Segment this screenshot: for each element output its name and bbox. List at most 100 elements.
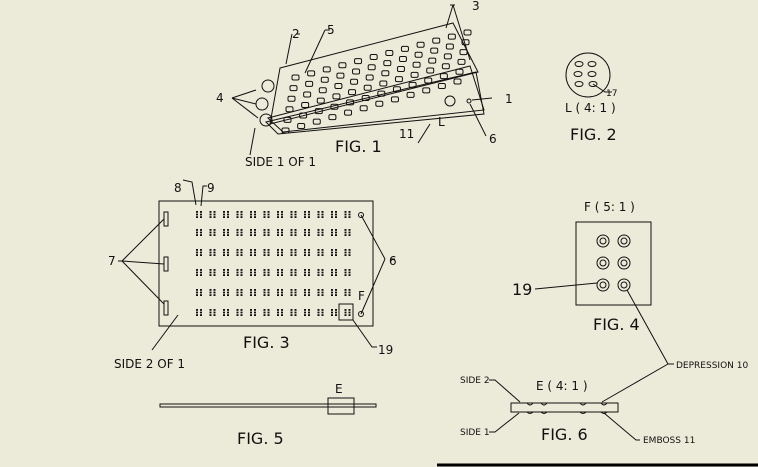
braille-dot <box>209 309 212 311</box>
braille-dot <box>331 269 333 271</box>
braille-dot <box>196 234 198 236</box>
braille-cell <box>445 43 454 50</box>
fig6-cross-section <box>510 402 619 413</box>
braille-dot <box>263 216 266 218</box>
braille-dot <box>277 234 279 236</box>
fig1-ref-6: 6 <box>489 132 497 146</box>
braille-dot <box>344 289 347 291</box>
braille-dot <box>213 254 216 256</box>
braille-dot <box>321 234 324 236</box>
fig2-detail-circle <box>565 52 612 98</box>
braille-dot <box>223 213 225 216</box>
braille-dot <box>281 309 283 311</box>
braille-cell <box>318 87 327 94</box>
braille-dot <box>209 291 212 294</box>
braille-dot <box>348 234 351 236</box>
braille-cell <box>414 51 423 58</box>
braille-dot <box>267 251 270 254</box>
braille-dot <box>196 216 198 218</box>
braille-dot <box>294 231 297 234</box>
braille-cell <box>392 86 401 93</box>
braille-dot <box>321 229 324 231</box>
braille-dot <box>308 269 310 271</box>
braille-dot <box>290 231 293 234</box>
braille-dot <box>335 269 337 271</box>
braille-dot <box>196 254 198 256</box>
braille-dot <box>213 271 216 274</box>
fig2-title: FIG. 2 <box>570 125 617 144</box>
braille-dot <box>290 249 293 251</box>
braille-dot <box>308 213 310 216</box>
braille-dot <box>348 249 351 251</box>
braille-dot <box>304 269 306 271</box>
braille-dot <box>223 254 225 256</box>
braille-dot <box>277 213 279 216</box>
braille-dot <box>304 311 306 314</box>
braille-cell <box>301 101 310 108</box>
braille-dot <box>331 311 333 314</box>
braille-cell <box>338 62 347 69</box>
braille-cell <box>322 66 331 73</box>
braille-dot <box>308 291 310 294</box>
braille-dot <box>223 274 225 276</box>
braille-dot <box>213 234 216 236</box>
braille-dot <box>209 269 212 271</box>
braille-dot <box>277 291 279 294</box>
braille-dot <box>335 211 337 213</box>
braille-dot <box>331 216 333 218</box>
braille-dot <box>240 271 243 274</box>
braille-dot <box>317 251 320 254</box>
fig6-side2-label: SIDE 2 <box>460 376 490 386</box>
braille-dot <box>223 269 225 271</box>
braille-dot <box>223 289 225 291</box>
braille-cell <box>348 89 357 96</box>
braille-dot <box>267 234 270 236</box>
braille-cell <box>297 123 306 130</box>
braille-dot <box>317 249 320 251</box>
braille-dot <box>213 251 216 254</box>
braille-dot <box>335 291 337 294</box>
braille-dot <box>290 269 293 271</box>
braille-dot <box>317 269 320 271</box>
braille-dot <box>196 269 198 271</box>
braille-dot <box>263 271 266 274</box>
braille-dot <box>254 311 256 314</box>
braille-dot <box>294 254 297 256</box>
braille-dot <box>236 231 239 234</box>
braille-cell <box>287 95 296 102</box>
braille-dot <box>281 211 283 213</box>
braille-dot <box>290 289 293 291</box>
braille-dot <box>227 213 229 216</box>
braille-dot <box>331 291 333 294</box>
braille-dot <box>213 314 216 316</box>
braille-dot <box>277 231 279 234</box>
braille-dot <box>200 234 202 236</box>
braille-dot <box>348 291 351 294</box>
braille-dot <box>267 309 270 311</box>
braille-dot <box>348 289 351 291</box>
braille-dot <box>321 251 324 254</box>
braille-dot <box>317 211 320 213</box>
braille-dot <box>331 254 333 256</box>
braille-dot <box>344 234 347 236</box>
braille-dot <box>277 271 279 274</box>
braille-dot <box>223 234 225 236</box>
braille-dot <box>240 269 243 271</box>
braille-cell <box>396 66 405 73</box>
braille-dot <box>200 269 202 271</box>
braille-cell <box>453 78 462 85</box>
braille-dot <box>250 311 252 314</box>
braille-cell <box>328 114 337 121</box>
braille-dot <box>263 249 266 251</box>
braille-dot <box>267 231 270 234</box>
braille-cell <box>361 94 370 101</box>
braille-dot <box>304 213 306 216</box>
braille-dot <box>227 249 229 251</box>
braille-dot <box>236 249 239 251</box>
braille-cell <box>330 103 339 110</box>
braille-dot <box>267 249 270 251</box>
braille-dot <box>335 314 337 316</box>
braille-dot <box>290 274 293 276</box>
braille-dot <box>308 271 310 274</box>
braille-dot <box>267 229 270 231</box>
